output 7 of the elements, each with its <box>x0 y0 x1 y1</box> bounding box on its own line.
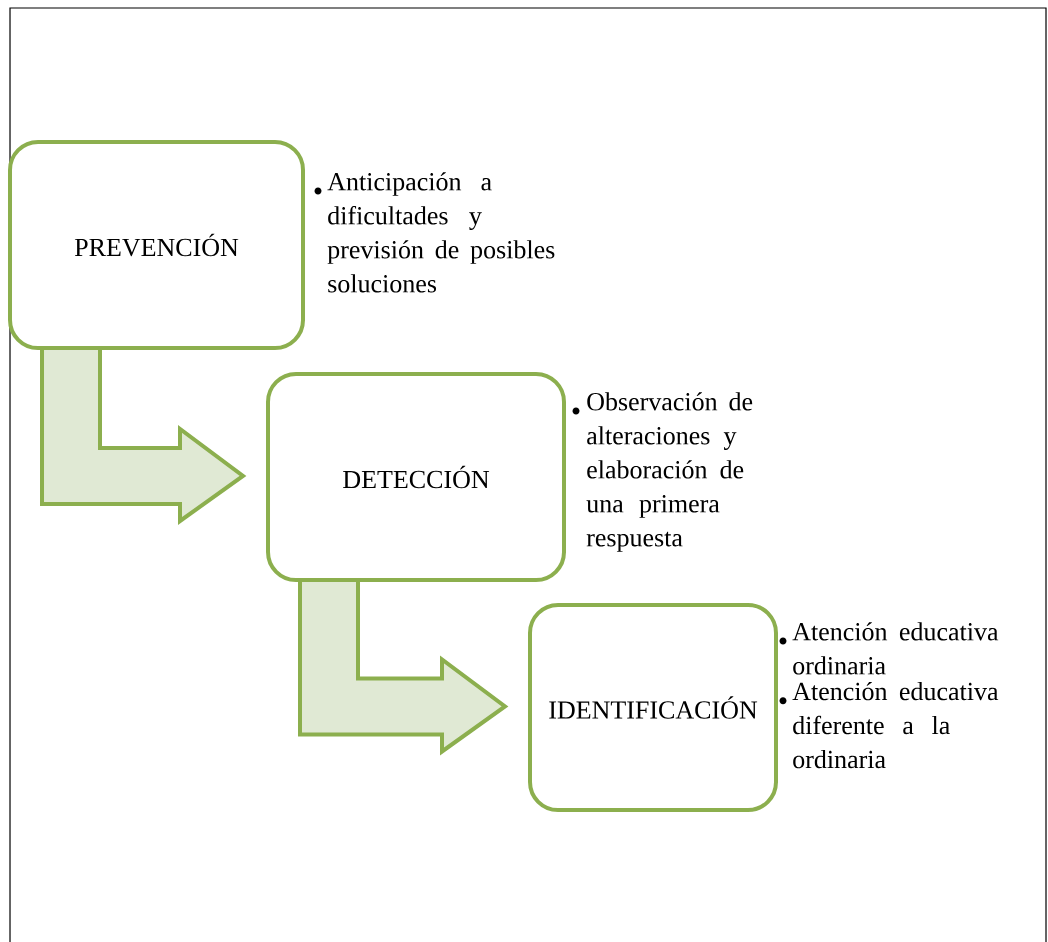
process-box: DETECCIÓN <box>266 372 566 582</box>
bullet-text: Observación de alteraciones y elaboración de una primera respuesta <box>586 392 753 552</box>
bullet-text: Atención educativa diferente a la ordinaria <box>792 681 999 769</box>
process-box: PREVENCIÓN <box>8 140 305 350</box>
bullet-text: Atención educativa ordinaria <box>792 622 999 675</box>
bullet-text: Anticipación a dificultades y previsión de posibles soluciones <box>327 172 555 293</box>
process-box: IDENTIFICACIÓN <box>528 603 778 812</box>
